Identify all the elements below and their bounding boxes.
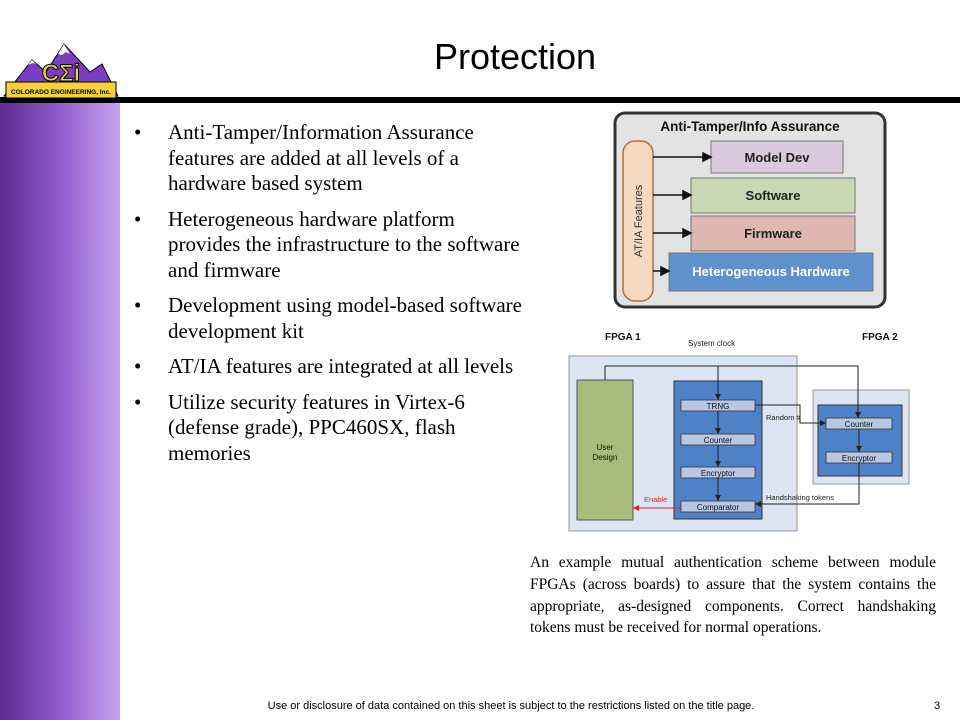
bullet-text: Anti-Tamper/Information Assurance featur… bbox=[168, 120, 474, 195]
fpga2-counter-label: Counter bbox=[845, 420, 874, 429]
bullet-text: AT/IA features are integrated at all lev… bbox=[168, 354, 514, 378]
fpga-connectors bbox=[604, 365, 862, 507]
figure-caption: An example mutual authentication scheme … bbox=[530, 554, 936, 637]
atia-side-label: AT/IA Features bbox=[633, 184, 645, 257]
trng-label: TRNG bbox=[707, 402, 730, 411]
bullet-item: • AT/IA features are integrated at all le… bbox=[132, 354, 532, 380]
bullet-item: • Heterogeneous hardware platform provide… bbox=[132, 207, 532, 284]
system-clock-label: System clock bbox=[688, 339, 736, 348]
bullet-item: • Utilize security features in Virtex-6 (… bbox=[132, 390, 532, 467]
bullet-dot: • bbox=[134, 293, 142, 317]
bullet-dot: • bbox=[134, 206, 142, 231]
random-label: Random # bbox=[766, 413, 801, 422]
layer-software-label: Software bbox=[746, 188, 801, 203]
bullet-dot: • bbox=[134, 389, 142, 414]
fpga-auth-diagram: FPGA 1 FPGA 2 System clock User Design T… bbox=[568, 332, 910, 532]
handshake-label: Handshaking tokens bbox=[766, 493, 834, 502]
fpga1-encryptor-label: Encryptor bbox=[701, 469, 736, 478]
atia-side-bar bbox=[622, 140, 654, 302]
bullet-list: • Anti-Tamper/Information Assurance featu… bbox=[132, 120, 532, 476]
layer-firmware-label: Firmware bbox=[744, 226, 802, 241]
fpga1-label: FPGA 1 bbox=[605, 332, 641, 343]
logo-company-name: COLORADO ENGINEERING, Inc. bbox=[11, 89, 111, 96]
layer-hardware-label: Heterogeneous Hardware bbox=[692, 264, 850, 279]
user-design-label-1: User bbox=[597, 443, 614, 452]
layer-model-dev bbox=[710, 140, 844, 174]
layer-software bbox=[690, 177, 856, 214]
bullet-text: Heterogeneous hardware platform provides… bbox=[168, 206, 520, 282]
fpga1-counter-label: Counter bbox=[704, 436, 733, 445]
page-number: 3 bbox=[934, 700, 941, 712]
user-design-block bbox=[576, 379, 634, 521]
atia-diagram: Anti-Tamper/Info Assurance AT/IA Feature… bbox=[613, 111, 887, 309]
footer-notice: Use or disclosure of data contained on t… bbox=[267, 700, 755, 712]
bullet-item: • Anti-Tamper/Information Assurance featu… bbox=[132, 120, 532, 197]
atia-arrows bbox=[653, 151, 713, 277]
slide-title: Protection bbox=[433, 36, 597, 77]
bullet-dot: • bbox=[134, 120, 142, 144]
bullet-text: Development using model-based software d… bbox=[168, 293, 522, 343]
atia-title: Anti-Tamper/Info Assurance bbox=[660, 119, 840, 134]
fpga2-encryptor-label: Encryptor bbox=[842, 454, 877, 463]
bullet-dot: • bbox=[134, 354, 142, 378]
bullet-text: Utilize security features in Virtex-6 (d… bbox=[168, 389, 465, 465]
fpga2-label: FPGA 2 bbox=[862, 332, 898, 343]
layer-model-dev-label: Model Dev bbox=[744, 150, 810, 165]
user-design-label-2: Design bbox=[593, 453, 618, 462]
side-gradient-band bbox=[0, 100, 120, 720]
company-logo: CΣi COLORADO ENGINEERING, Inc. bbox=[2, 43, 119, 99]
enable-label: Enable bbox=[644, 495, 667, 504]
bullet-item: • Development using model-based software … bbox=[132, 293, 532, 344]
comparator-label: Comparator bbox=[697, 503, 740, 512]
layer-firmware bbox=[690, 215, 856, 252]
logo-mark: CΣi bbox=[42, 60, 80, 87]
fpga2-block-panel bbox=[817, 404, 903, 477]
title-divider bbox=[0, 97, 960, 103]
layer-hardware bbox=[668, 252, 874, 292]
